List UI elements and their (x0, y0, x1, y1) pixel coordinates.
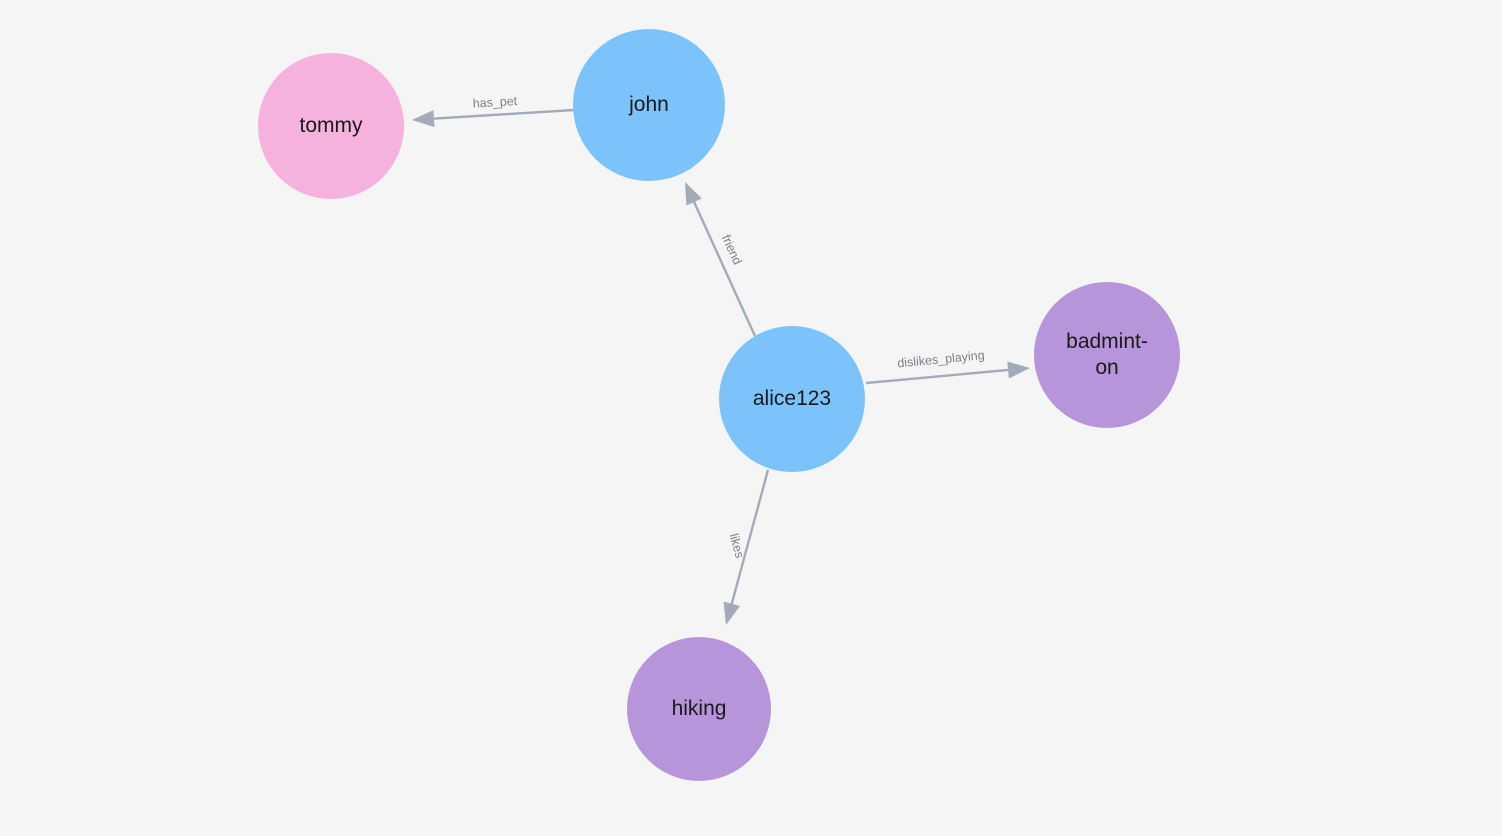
edge-line (430, 108, 575, 121)
graph-node[interactable]: hiking (627, 637, 771, 781)
graph-node[interactable]: alice123 (719, 326, 865, 472)
edge-line (729, 469, 770, 607)
edge-arrowhead (685, 182, 702, 206)
graph-node[interactable]: badmint-on (1034, 282, 1180, 428)
node-circle[interactable] (573, 29, 725, 181)
edge-arrowhead (1007, 361, 1030, 379)
node-circle[interactable] (258, 53, 404, 199)
edge-line (691, 198, 757, 337)
edge-line (865, 368, 1012, 385)
graph-node[interactable]: john (573, 29, 725, 181)
graph-node[interactable]: tommy (258, 53, 404, 199)
edge-arrowhead (723, 601, 740, 625)
node-circle[interactable] (1034, 282, 1180, 428)
node-circle[interactable] (627, 637, 771, 781)
node-circle[interactable] (719, 326, 865, 472)
edge-arrowhead (412, 110, 435, 128)
